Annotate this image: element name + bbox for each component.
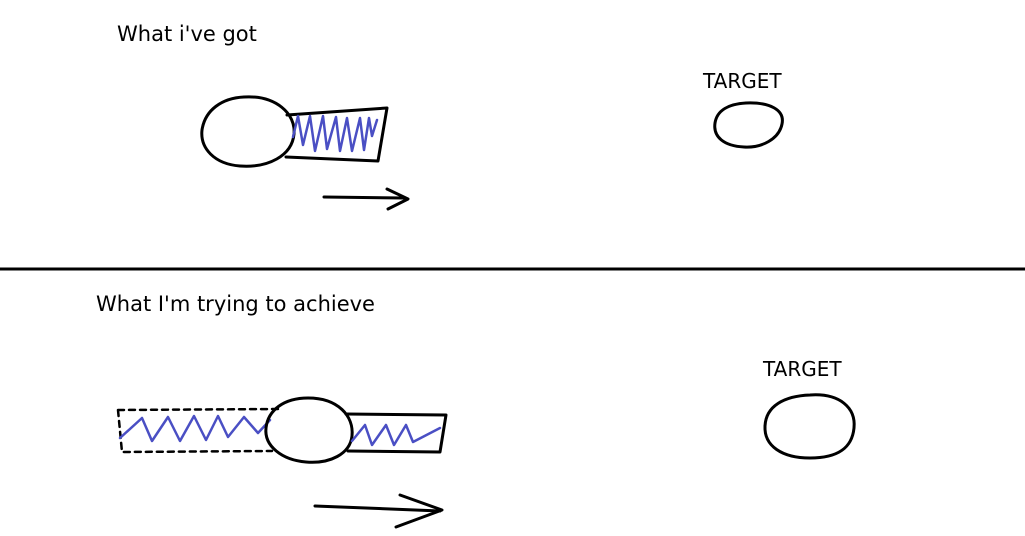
bottom-trail-scribble: [350, 423, 442, 447]
bottom-ghost-scribble: [118, 414, 272, 443]
bottom-caption: What I'm trying to achieve: [96, 292, 375, 316]
bottom-ghost-trail-box: [116, 407, 280, 454]
top-motion-arrow: [322, 187, 410, 211]
top-ball: [200, 95, 296, 168]
bottom-target-label: TARGET: [763, 357, 842, 381]
top-trail-scribble: [291, 114, 379, 153]
bottom-ball: [264, 396, 354, 464]
bottom-target-circle: [763, 393, 856, 460]
bottom-motion-arrow: [313, 493, 444, 529]
top-scene: [200, 95, 784, 211]
top-target-circle: [713, 101, 784, 149]
bottom-scene: [116, 393, 856, 529]
top-trail-box: [284, 106, 389, 163]
bottom-trail-box: [344, 412, 448, 454]
top-target-label: TARGET: [703, 69, 782, 93]
top-caption: What i've got: [117, 22, 257, 46]
